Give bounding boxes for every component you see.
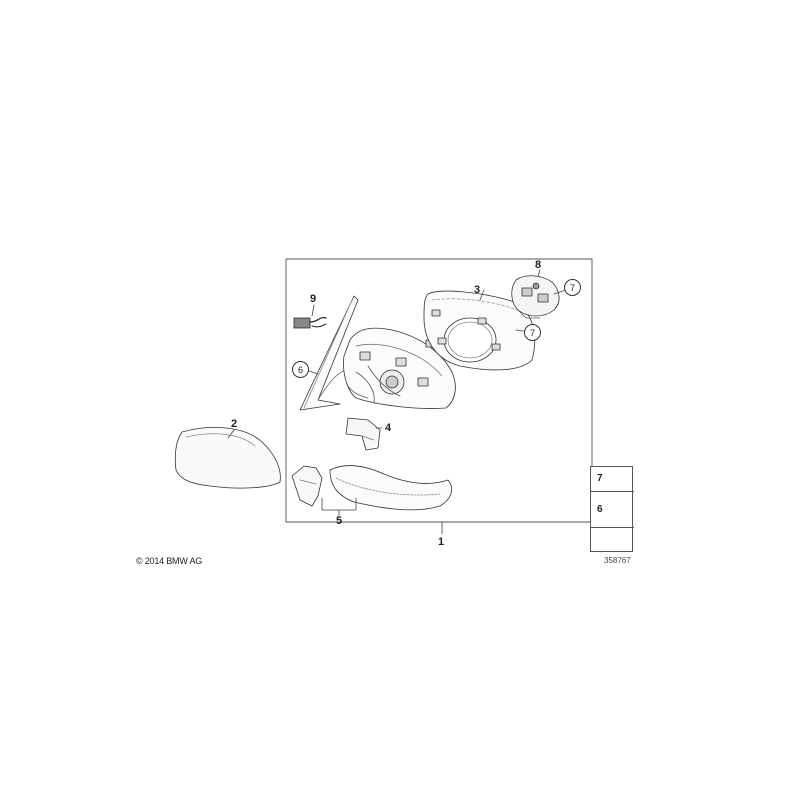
mirror-glass-part [423, 290, 536, 371]
copyright-text: © 2014 BMW AG [136, 556, 203, 566]
hardware-legend: 7 6 [590, 466, 634, 552]
legend-label-6: 6 [597, 504, 603, 515]
mirror-base-part [299, 295, 359, 411]
callout-7-upper: 7 [564, 279, 581, 296]
callout-5: 5 [336, 515, 343, 527]
callout-4: 4 [385, 422, 392, 434]
mirror-motor-part [511, 275, 560, 319]
mirror-cap-part [174, 427, 281, 489]
legend-label-7: 7 [597, 473, 603, 484]
callout-1: 1 [438, 536, 445, 548]
callout-8: 8 [535, 259, 542, 271]
assembly-frame [285, 258, 593, 523]
bracket-part [345, 417, 381, 451]
callout-6: 6 [292, 361, 309, 378]
mirror-drive-part [343, 327, 456, 409]
turn-signal-part [291, 465, 453, 511]
diagram-number: 358767 [604, 556, 631, 565]
callout-3: 3 [474, 284, 481, 296]
legend-row-6: 6 [591, 492, 634, 528]
callout-9: 9 [310, 293, 317, 305]
callout-7-lower: 7 [524, 324, 541, 341]
wire-harness-part [293, 317, 327, 329]
legend-row-7: 7 [591, 467, 634, 492]
callout-2: 2 [231, 418, 238, 430]
